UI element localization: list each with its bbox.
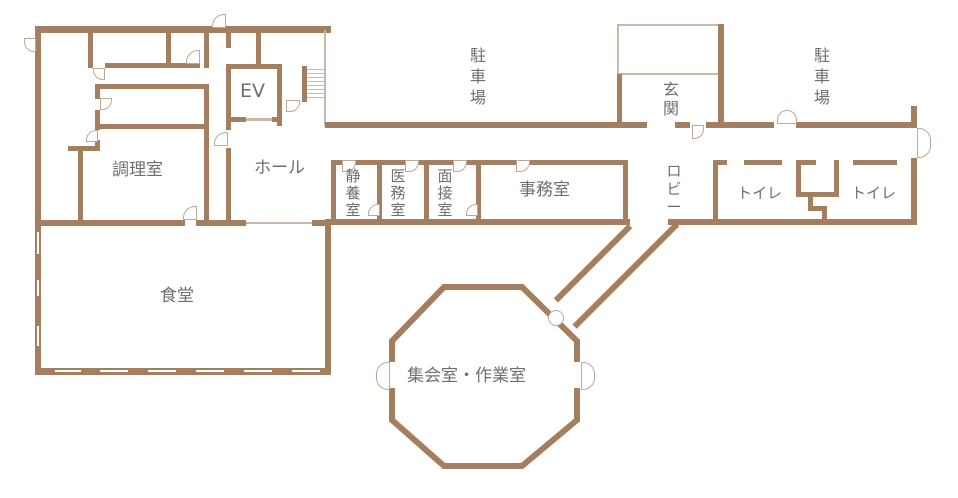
wall [78,146,83,222]
room-label-dining: 食堂 [160,286,194,306]
wall [808,192,813,210]
room-label-hall: ホール [254,158,305,178]
wall [834,160,839,196]
wall [226,148,231,224]
room-label-lobby: ロビー [666,162,682,216]
window [100,370,128,372]
room-label-quiet-room: 静養室 [345,167,361,219]
wall [35,26,41,374]
wall [325,122,621,128]
wall [796,160,801,196]
door[interactable] [368,204,380,216]
room-label-interview-room: 面接室 [437,167,453,219]
window [292,370,320,372]
wall [718,24,724,128]
stair-wall [302,66,307,102]
door[interactable] [212,14,226,28]
wall [166,30,171,66]
wall-light [324,30,326,126]
wall [623,160,628,224]
wall [35,220,185,226]
canopy-line [617,73,721,75]
wall [796,160,816,165]
wall [822,206,827,222]
wall [272,117,282,122]
wall [713,160,718,224]
wall [675,122,690,128]
canopy-line [617,24,619,74]
wall [196,220,246,226]
wall [331,160,336,224]
wall [377,160,382,220]
wall [95,124,209,129]
wall [668,219,917,225]
room-label-assembly-room: 集会室・作業室 [407,366,526,386]
parking-label-right: 駐車場 [813,46,830,107]
door[interactable] [214,132,228,146]
window [244,370,272,372]
wall [204,84,209,224]
room-label-office: 事務室 [519,180,570,200]
wall [226,117,246,122]
wall [476,160,481,220]
room-label-toilet-left: トイレ [737,184,783,202]
wall [617,74,622,126]
wall [713,160,727,165]
wall [256,30,261,66]
door[interactable] [24,38,36,52]
wall [706,122,774,128]
wall [204,30,209,68]
stair-icon [307,66,325,100]
wall [35,368,331,375]
wall [105,63,200,68]
room-label-toilet-right: トイレ [851,184,897,202]
door[interactable] [548,310,564,326]
wall [744,160,782,165]
wall [424,160,429,220]
door[interactable] [376,362,390,390]
wall [796,122,916,128]
wall [88,30,93,68]
room-label-kitchen: 調理室 [112,160,163,180]
wall [277,64,282,126]
ev-door [246,118,272,121]
door[interactable] [86,130,98,142]
window [196,370,224,372]
room-label-medical-room: 医務室 [390,167,406,219]
wall [95,140,100,150]
wall [95,84,209,89]
wall [226,26,231,48]
wall [325,219,630,225]
door[interactable] [466,204,478,216]
door[interactable] [183,206,197,220]
door[interactable] [93,68,105,80]
parking-label-center: 駐車場 [469,46,486,107]
wall [35,26,331,33]
room-label-entrance: 玄関 [662,80,679,118]
wall [95,84,100,99]
wall [911,158,917,224]
door[interactable] [186,50,200,64]
wall [617,122,647,128]
wall [911,106,917,128]
wall [325,220,331,375]
window [55,370,81,372]
window [37,326,39,346]
wall [226,64,282,69]
wall [68,146,100,151]
wall [95,110,100,130]
window [37,232,39,254]
canopy-line [617,24,721,26]
wall [853,160,897,165]
wall [796,192,839,197]
opening [246,222,312,224]
window [37,280,39,296]
wall [808,206,826,211]
wall [226,64,231,130]
wall [312,220,331,226]
door[interactable] [777,110,797,124]
window [148,370,176,372]
room-label-elevator: EV [240,80,266,102]
